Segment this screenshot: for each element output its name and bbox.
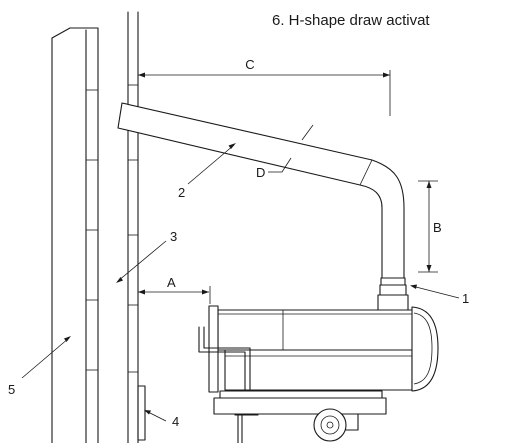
dimension-c <box>138 70 391 116</box>
heater-unit <box>198 305 439 444</box>
duct-leader <box>301 124 314 141</box>
wall-panel-5 <box>51 27 99 444</box>
wall-plate-4 <box>137 385 146 441</box>
label-part-2: 2 <box>178 185 185 200</box>
label-c: C <box>245 57 254 72</box>
caption-text: 6. H-shape draw activat <box>272 12 430 29</box>
label-a: A <box>167 275 176 290</box>
label-part-3: 3 <box>170 229 177 244</box>
exhaust-duct <box>117 102 405 287</box>
duct-adapter-1 <box>377 277 409 313</box>
dimension-b <box>418 180 438 273</box>
label-b: B <box>433 220 442 235</box>
label-part-1: 1 <box>462 291 469 306</box>
label-d: D <box>256 165 265 180</box>
leader-lines <box>21 143 460 422</box>
dimension-a <box>138 286 211 304</box>
label-part-4: 4 <box>172 414 179 429</box>
label-part-5: 5 <box>8 382 15 397</box>
wall-panel-3 <box>127 11 139 444</box>
